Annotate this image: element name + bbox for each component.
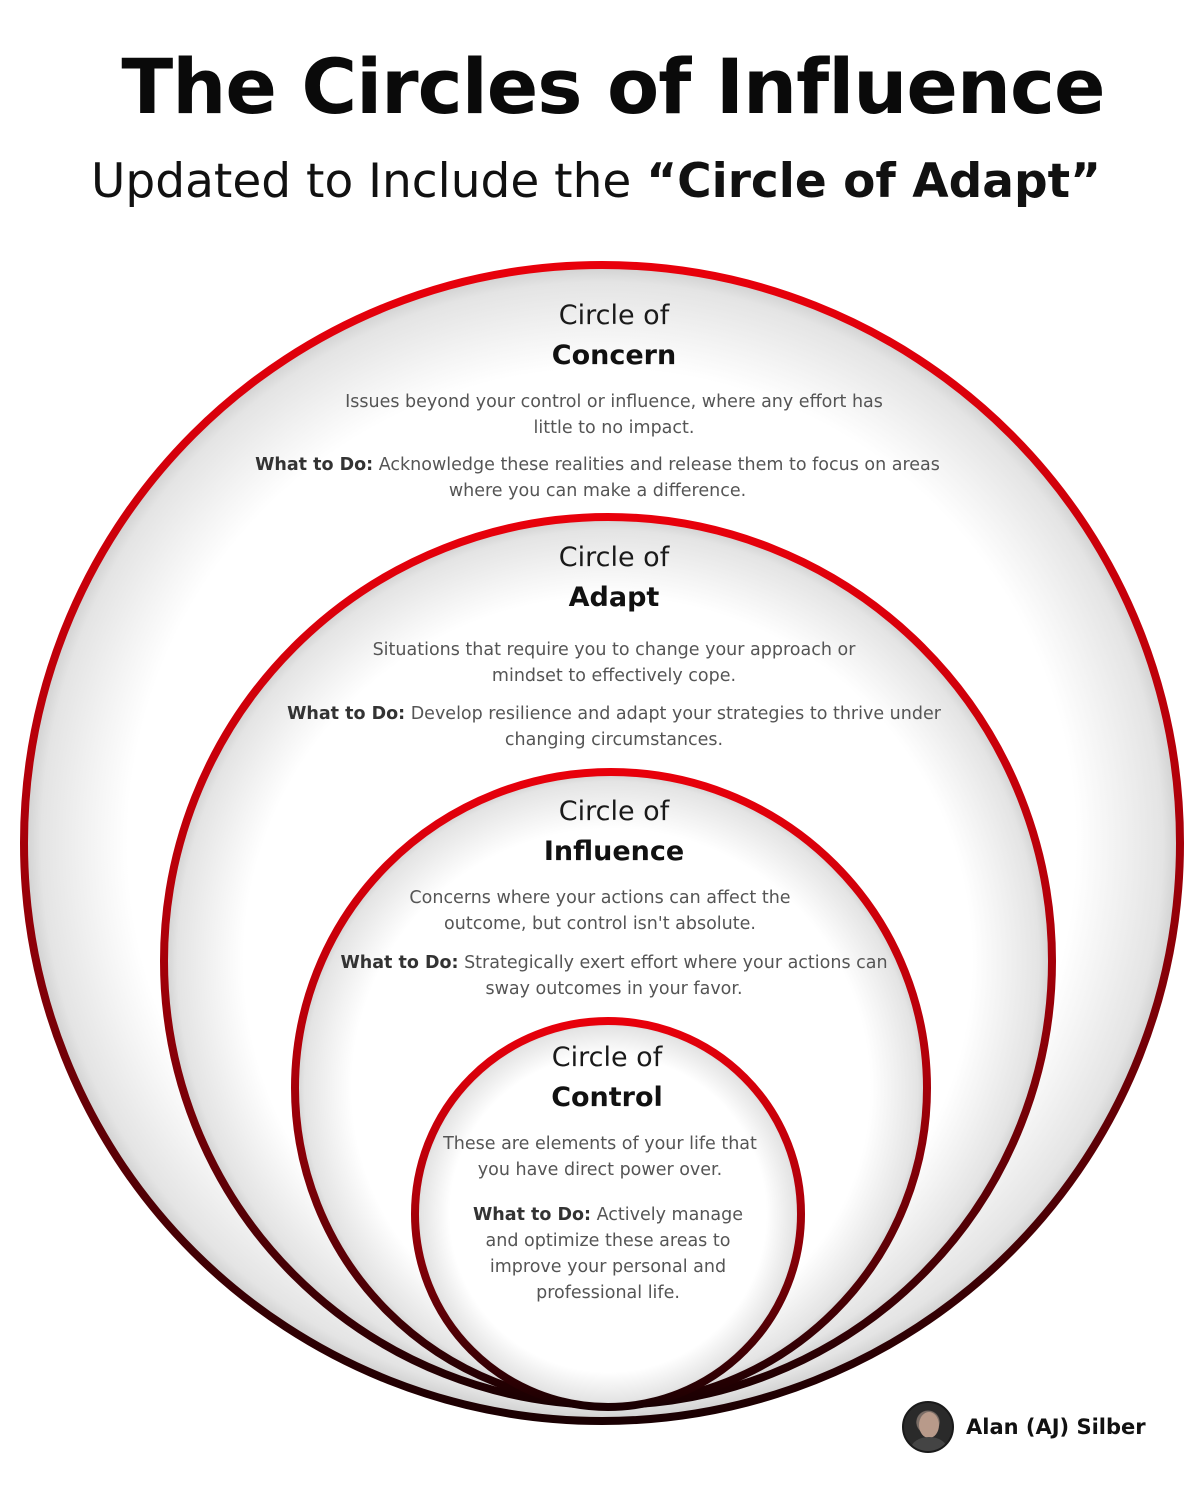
circle-control-description: These are elements of your life that you… <box>443 1134 757 1180</box>
subtitle-prefix: Updated to Include the <box>91 154 647 209</box>
circle-influence-action-label: What to Do: <box>340 953 459 973</box>
page-subtitle: Updated to Include the “Circle of Adapt” <box>0 154 1192 209</box>
circle-control-action: What to Do: Actively manage and optimize… <box>464 1202 752 1306</box>
circle-concern-pre: Circle of <box>558 300 670 331</box>
subtitle-emphasis: “Circle of Adapt” <box>646 154 1101 209</box>
circle-control-name: Control <box>551 1082 663 1113</box>
author-name: Alan (AJ) Silber <box>966 1415 1146 1439</box>
circle-influence-action-text: Strategically exert effort where your ac… <box>458 953 888 999</box>
circle-adapt-description: Situations that require you to change yo… <box>372 640 856 686</box>
circle-adapt-action-text: Develop resilience and adapt your strate… <box>405 704 941 750</box>
circle-adapt-label: Circle of Adapt <box>464 538 764 618</box>
circle-influence-description: Concerns where your actions can affect t… <box>409 888 791 934</box>
circle-concern-action: What to Do: Acknowledge these realities … <box>250 452 945 504</box>
circle-concern-name: Concern <box>551 340 677 371</box>
author-credit: Alan (AJ) Silber <box>902 1400 1146 1454</box>
person-photo-icon <box>902 1401 954 1453</box>
circle-control-pre: Circle of <box>551 1042 663 1073</box>
circle-influence-action: What to Do: Strategically exert effort w… <box>340 950 888 1002</box>
circle-influence-label: Circle of Influence <box>464 792 764 872</box>
circle-concern-label: Circle of Concern <box>464 296 764 376</box>
circle-concern-description: Issues beyond your control or influence,… <box>345 392 883 438</box>
circle-adapt-action: What to Do: Develop resilience and adapt… <box>258 701 970 753</box>
circle-influence-pre: Circle of <box>558 796 670 827</box>
circle-control-label: Circle of Control <box>457 1038 757 1118</box>
circle-adapt-action-label: What to Do: <box>287 704 406 724</box>
circle-adapt-pre: Circle of <box>558 542 670 573</box>
page-title: The Circles of Influence <box>121 42 1105 131</box>
circle-adapt-name: Adapt <box>568 582 660 613</box>
circle-influence-name: Influence <box>543 836 685 867</box>
circle-concern-action-text: Acknowledge these realities and release … <box>373 455 940 501</box>
circle-control-action-label: What to Do: <box>473 1205 592 1225</box>
circle-concern-action-label: What to Do: <box>255 455 374 475</box>
circle-control-action-text: Actively manage and optimize these areas… <box>485 1205 743 1303</box>
circle-control-ring <box>411 1017 805 1411</box>
